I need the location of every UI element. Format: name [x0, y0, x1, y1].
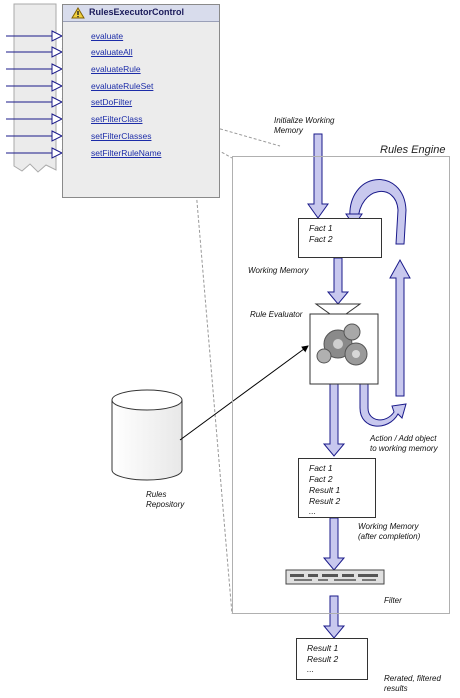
repository-label: Rules Repository	[146, 490, 184, 510]
result-box-line2: Fact 2	[309, 474, 333, 484]
wm-after-label: Working Memory (after completion)	[358, 522, 420, 542]
wm-after-line1: Working Memory	[358, 522, 419, 531]
zoom-line-bottom	[195, 189, 233, 615]
feedback-up-arrow	[389, 258, 411, 397]
result-to-filter-arrow	[322, 517, 346, 571]
output-label: Rerated, filtered results	[384, 674, 441, 694]
repository-to-evaluator-arrow	[179, 345, 309, 441]
rules-engine-frame	[232, 156, 450, 614]
result-box-line5: ...	[309, 506, 317, 516]
filter-icon	[285, 569, 385, 585]
working-memory-label: Working Memory	[248, 266, 309, 275]
action-label: Action / Add object to working memory	[370, 434, 438, 454]
repository-label-line2: Repository	[146, 500, 185, 509]
action-curve-arrow	[359, 383, 407, 427]
action-label-line1: Action / Add object	[370, 434, 437, 443]
filter-to-output-arrow	[322, 595, 346, 639]
zoom-line-top	[195, 121, 281, 147]
loop-arrow	[349, 179, 407, 245]
control-title-bar: RulesExecutorControl	[63, 5, 219, 22]
method-link-evaluate[interactable]: evaluate	[91, 31, 124, 41]
init-arrow	[307, 133, 329, 219]
method-link-evaluate-rule[interactable]: evaluateRule	[91, 64, 141, 74]
fact-2-text: Fact 2	[309, 234, 333, 244]
result-box-line1: Fact 1	[309, 463, 333, 473]
working-memory-box: Fact 1 Fact 2	[298, 218, 382, 258]
initialize-label: Initialize Working Memory	[274, 116, 334, 136]
evaluator-to-result-arrow	[322, 383, 346, 457]
output-results-box: Result 1 Result 2 ...	[296, 638, 368, 680]
completed-memory-box: Fact 1 Fact 2 Result 1 Result 2 ...	[298, 458, 376, 518]
rules-repository-icon	[111, 389, 183, 481]
method-link-evaluate-all[interactable]: evaluateAll	[91, 47, 133, 57]
torn-page-shape	[13, 3, 57, 173]
output-line1: Result 1	[307, 643, 339, 653]
rules-executor-control-panel: RulesExecutorControl	[62, 4, 220, 198]
method-link-set-filter-class[interactable]: setFilterClass	[91, 114, 143, 124]
wm-to-evaluator-arrow	[326, 257, 350, 305]
output-label-line2: results	[384, 684, 408, 693]
filter-label: Filter	[384, 596, 402, 605]
method-link-evaluate-rule-set[interactable]: evaluateRuleSet	[91, 81, 154, 91]
initialize-label-line2: Memory	[274, 126, 303, 135]
result-box-line3: Result 1	[309, 485, 341, 495]
fact-1-text: Fact 1	[309, 223, 333, 233]
wm-after-line2: (after completion)	[358, 532, 421, 541]
method-link-set-filter-rule-name[interactable]: setFilterRuleName	[91, 148, 162, 158]
warning-icon	[71, 7, 85, 19]
rules-engine-title: Rules Engine	[378, 144, 448, 156]
output-line2: Result 2	[307, 654, 339, 664]
result-box-line4: Result 2	[309, 496, 341, 506]
gears-icon	[316, 323, 368, 366]
method-link-set-filter-classes[interactable]: setFilterClasses	[91, 131, 152, 141]
method-link-set-do-filter[interactable]: setDoFilter	[91, 97, 133, 107]
repository-label-line1: Rules	[146, 490, 167, 499]
control-title: RulesExecutorControl	[89, 7, 185, 17]
output-label-line1: Rerated, filtered	[384, 674, 441, 683]
action-label-line2: to working memory	[370, 444, 438, 453]
initialize-label-line1: Initialize Working	[274, 116, 335, 125]
output-line3: ...	[307, 664, 315, 674]
rule-evaluator-label: Rule Evaluator	[250, 310, 303, 319]
